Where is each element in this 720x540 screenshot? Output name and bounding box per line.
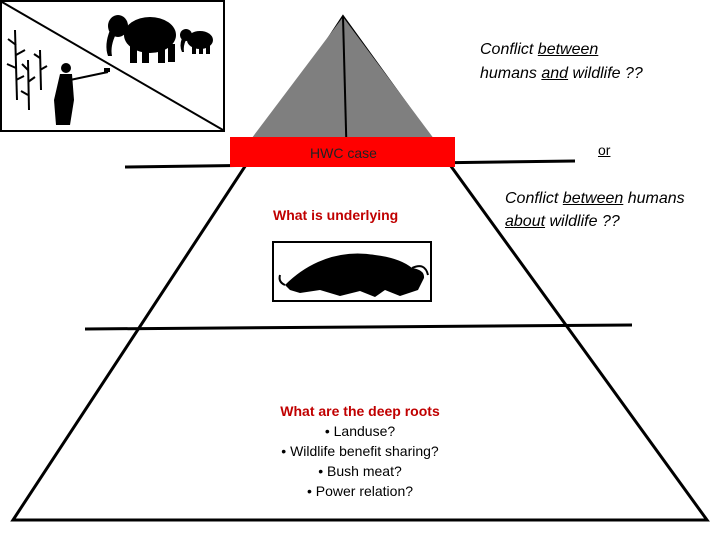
deep-roots-item: Power relation? — [240, 481, 480, 501]
band-line-2 — [84, 323, 633, 331]
deep-roots-item: Wildlife benefit sharing? — [240, 441, 480, 461]
pyramid-top-wedge — [230, 17, 455, 167]
what-is-underlying-label: What is underlying — [273, 207, 399, 223]
fallen-elephant-icon — [272, 241, 432, 302]
pyramid-outline — [10, 14, 710, 522]
deep-roots-title: What are the deep roots — [280, 403, 440, 419]
hwc-case-label: HWC case — [310, 145, 377, 161]
or-label: or — [598, 142, 611, 158]
deep-roots-item: Landuse? — [240, 421, 480, 441]
maize-plants — [6, 29, 48, 111]
farmer-figure — [54, 63, 110, 125]
elephant-big — [106, 15, 176, 63]
conflict-between-humans-and-wildlife: Conflict between humans and wildlife ?? — [480, 41, 643, 82]
farmer-elephants-illustration — [0, 0, 225, 132]
deep-roots-item: Bush meat? — [240, 461, 480, 481]
conflict-between-humans-about-wildlife: Conflict between humans about wildlife ?… — [505, 190, 685, 230]
deep-roots-section: What are the deep roots Landuse? Wildlif… — [240, 401, 480, 501]
elephant-small — [180, 29, 213, 54]
hwc-case-box — [230, 137, 455, 167]
